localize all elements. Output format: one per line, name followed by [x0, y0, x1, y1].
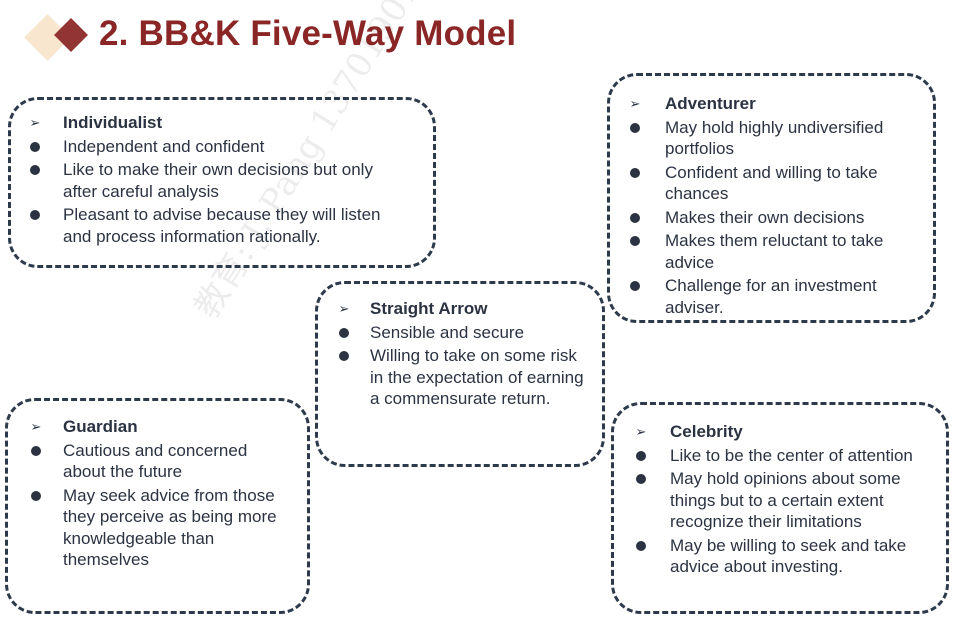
celebrity-box: ➢Celebrity Like to be the center of atte… — [611, 402, 949, 614]
list-item: Like to be the center of attention — [631, 445, 931, 467]
bullet-icon — [625, 162, 645, 184]
arrow-bullet-icon: ➢ — [635, 424, 647, 439]
arrow-bullet-icon: ➢ — [629, 96, 641, 111]
box-heading: ➢Guardian — [26, 416, 291, 438]
bullet-icon — [625, 117, 645, 139]
list-item: Like to make their own decisions but onl… — [25, 159, 395, 202]
list-item: Independent and confident — [25, 136, 395, 158]
arrow-bullet-icon: ➢ — [338, 301, 350, 316]
list-item: May hold opinions about some things but … — [631, 468, 931, 533]
list-item: Makes them reluctant to take advice — [625, 230, 915, 273]
bullet-icon — [25, 204, 45, 226]
bullet-icon — [631, 468, 651, 490]
list-item: Pleasant to advise because they will lis… — [25, 204, 395, 247]
list-item: Sensible and secure — [334, 322, 589, 344]
page-title: 2. BB&K Five-Way Model — [99, 14, 517, 53]
box-heading: ➢Straight Arrow — [334, 298, 589, 320]
list-item: Challenge for an investment adviser. — [625, 275, 915, 318]
box-heading: ➢Individualist — [25, 112, 395, 134]
arrow-bullet-icon: ➢ — [29, 115, 41, 130]
bullet-icon — [625, 207, 645, 229]
bullet-icon — [26, 440, 46, 462]
bullet-icon — [625, 275, 645, 297]
bullet-icon — [631, 535, 651, 557]
arrow-bullet-icon: ➢ — [30, 419, 42, 434]
list-item: May seek advice from those they perceive… — [26, 485, 291, 571]
list-item: May be willing to seek and take advice a… — [631, 535, 931, 578]
list-item: Cautious and concerned about the future — [26, 440, 291, 483]
box-heading: ➢Celebrity — [631, 421, 931, 443]
bullet-icon — [631, 445, 651, 467]
guardian-box: ➢Guardian Cautious and concerned about t… — [5, 398, 310, 614]
bullet-icon — [625, 230, 645, 252]
box-heading: ➢Adventurer — [625, 93, 915, 115]
straight-arrow-box: ➢Straight Arrow Sensible and secure Will… — [315, 281, 605, 467]
bullet-icon — [25, 136, 45, 158]
list-item: Confident and willing to take chances — [625, 162, 915, 205]
adventurer-box: ➢Adventurer May hold highly undiversifie… — [607, 73, 936, 323]
bullet-icon — [26, 485, 46, 507]
list-item: Makes their own decisions — [625, 207, 915, 229]
list-item: May hold highly undiversified portfolios — [625, 117, 915, 160]
bullet-icon — [334, 345, 354, 367]
bullet-icon — [334, 322, 354, 344]
list-item: Willing to take on some risk in the expe… — [334, 345, 589, 410]
bullet-icon — [25, 159, 45, 181]
individualist-box: ➢Individualist Independent and confident… — [8, 97, 436, 268]
